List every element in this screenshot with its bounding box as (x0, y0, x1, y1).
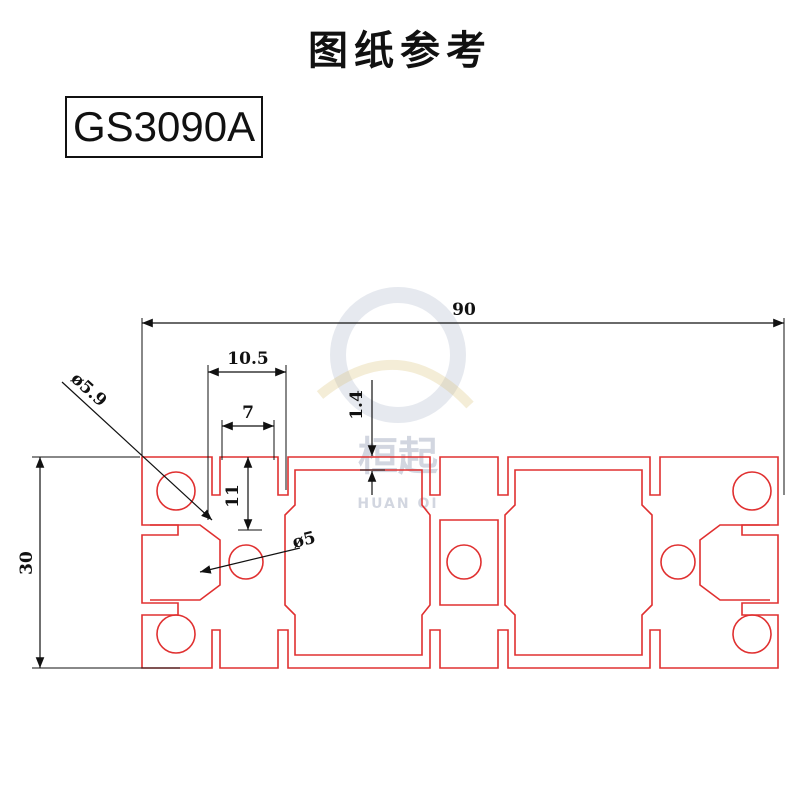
profile-outline (141, 456, 779, 669)
center-web (439, 519, 499, 606)
dim-hole-large-label: ø5.9 (67, 369, 111, 411)
watermark-swoosh-icon (316, 359, 474, 409)
page-title: 图纸参考 (308, 28, 492, 74)
model-number-box: GS3090A (65, 96, 264, 158)
watermark-logo-icon (330, 287, 466, 423)
hole-small-right (660, 544, 696, 580)
right-chamber (504, 469, 653, 656)
right-end-web (699, 524, 770, 601)
watermark-brand-en: HUAN QI (357, 496, 438, 512)
dim-height: 30 (17, 456, 180, 669)
dim-slot-depth-label: 11 (223, 484, 243, 508)
hole-top-left (156, 471, 196, 511)
hole-bottom-left (156, 614, 196, 654)
dim-wall-label: 1.4 (347, 390, 367, 420)
dim-slot-outer: 10.5 (207, 349, 287, 520)
dim-width-label: 90 (452, 300, 476, 320)
hole-bottom-right (732, 614, 772, 654)
dim-hole-large: ø5.9 (61, 369, 213, 521)
dim-height-label: 30 (17, 551, 37, 575)
dim-wall: 1.4 (347, 380, 385, 495)
dim-width: 90 (141, 300, 785, 495)
dim-slot-inner-label: 7 (242, 403, 254, 423)
dim-slot-depth: 11 (223, 457, 262, 531)
left-chamber (284, 469, 431, 656)
hole-small-left (228, 544, 264, 580)
hole-small-center (446, 544, 482, 580)
left-end-web (150, 524, 221, 601)
model-number: GS3090A (73, 103, 256, 150)
aluminum-profile (141, 456, 779, 669)
dim-slot-outer-label: 10.5 (227, 349, 268, 369)
hole-top-right (732, 471, 772, 511)
dim-slot-inner: 7 (221, 403, 275, 460)
dim-hole-small-label: ø5 (290, 528, 317, 553)
watermark: 桓起 HUAN QI (316, 287, 474, 512)
